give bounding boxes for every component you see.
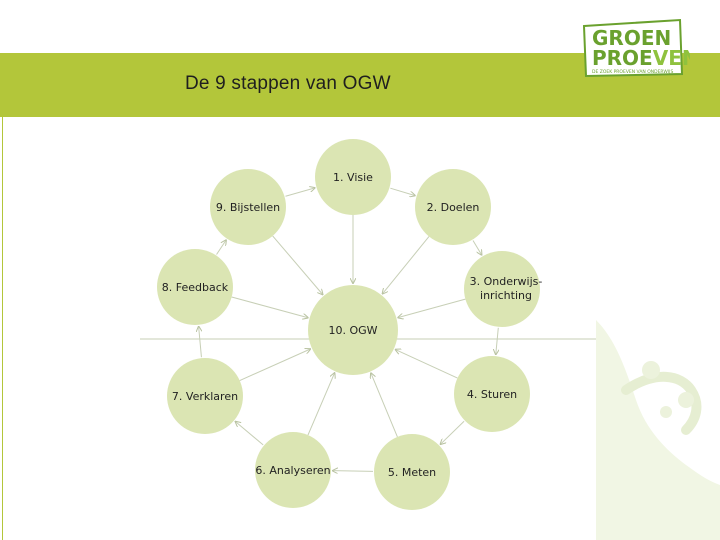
- spoke-arrow-2: [383, 236, 430, 293]
- node-step-1-label: 1. Visie: [333, 171, 373, 184]
- ogw-cycle-diagram: 10. OGW 1. Visie 2. Doelen 3. Onderwijs-inr…: [140, 139, 598, 510]
- node-center: 10. OGW: [308, 285, 398, 375]
- node-step-7-label: 7. Verklaren: [172, 390, 238, 403]
- logo-line1: GROEN: [592, 26, 671, 50]
- cycle-arrow-9: [285, 188, 314, 197]
- spoke-arrow-3: [398, 298, 466, 317]
- spokes: [231, 215, 466, 438]
- slide-title: De 9 stappen van OGW: [185, 73, 391, 94]
- node-step-9-label: 9. Bijstellen: [216, 201, 280, 214]
- frog-leg-decoration: [596, 320, 720, 540]
- cycle-arrow-1: [390, 187, 414, 195]
- spoke-arrow-7: [239, 349, 310, 381]
- svg-text:PROEVEN: PROEVEN: [592, 46, 690, 70]
- cycle-arrow-6: [236, 422, 264, 446]
- logo-line2-b: VEN: [653, 46, 690, 70]
- spoke-arrow-6: [307, 373, 335, 436]
- cycle-arrow-4: [441, 420, 465, 444]
- diagram-panel: 10. OGW 1. Visie 2. Doelen 3. Onderwijs-inr…: [140, 132, 598, 510]
- node-step-6-label: 6. Analyseren: [255, 464, 330, 477]
- spoke-arrow-8: [231, 296, 308, 318]
- node-step-4: 4. Sturen: [454, 356, 530, 432]
- cycle-arrow-5: [333, 471, 374, 472]
- rim-arrows: [199, 188, 499, 471]
- node-step-8-label: 8. Feedback: [162, 281, 229, 294]
- spoke-arrow-9: [272, 235, 323, 294]
- nodes: 10. OGW 1. Visie 2. Doelen 3. Onderwijs-inr…: [157, 139, 542, 510]
- node-step-9: 9. Bijstellen: [210, 169, 286, 245]
- cycle-arrow-3: [496, 327, 499, 354]
- cycle-arrow-8: [216, 240, 226, 255]
- node-step-3-label: 3. Onderwijs-: [470, 275, 543, 288]
- groen-proeven-logo: GROEN PROEVEN DE ZOEK PROEVEN VAN ONDERW…: [582, 18, 690, 78]
- left-rule: [2, 117, 3, 540]
- node-step-2: 2. Doelen: [415, 169, 491, 245]
- spoke-arrow-4: [396, 350, 458, 379]
- logo-tagline: DE ZOEK PROEVEN VAN ONDERWIJS: [592, 69, 673, 75]
- node-step-1: 1. Visie: [315, 139, 391, 215]
- node-step-5-label: 5. Meten: [388, 466, 436, 479]
- node-step-2-label: 2. Doelen: [427, 201, 480, 214]
- node-step-8: 8. Feedback: [157, 249, 233, 325]
- logo-line2-a: PROE: [592, 46, 653, 70]
- node-step-6: 6. Analyseren: [255, 432, 331, 508]
- node-step-3-label-line2: inrichting: [480, 289, 532, 302]
- node-step-3: 3. Onderwijs-inrichting: [464, 251, 542, 327]
- spoke-arrow-5: [371, 373, 398, 438]
- node-step-5: 5. Meten: [374, 434, 450, 510]
- node-center-label: 10. OGW: [328, 324, 377, 337]
- cycle-arrow-2: [472, 240, 481, 254]
- cycle-arrow-7: [199, 327, 202, 358]
- node-step-7: 7. Verklaren: [167, 358, 243, 434]
- node-step-4-label: 4. Sturen: [467, 388, 517, 401]
